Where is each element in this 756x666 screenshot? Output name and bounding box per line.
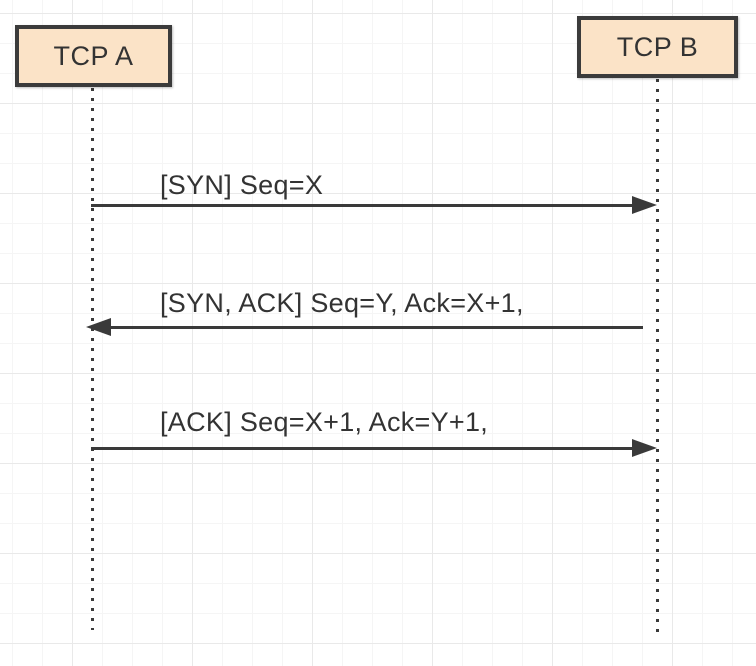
- lifeline-tcp-a: [90, 88, 94, 630]
- lifeline-tcp-b: [655, 79, 659, 638]
- actor-box-tcp-b: TCP B: [577, 16, 738, 78]
- actor-label-tcp-b: TCP B: [616, 31, 699, 62]
- message-label-syn-ack: [SYN, ACK] Seq=Y, Ack=X+1,: [160, 288, 524, 318]
- arrowhead-right-icon: [632, 439, 657, 457]
- arrowhead-left-icon: [86, 318, 111, 336]
- message-arrow-syn-ack-line: [111, 325, 643, 329]
- message-arrow-ack-line: [91, 446, 632, 450]
- message-arrow-syn-line: [91, 203, 632, 207]
- actor-label-tcp-a: TCP A: [53, 40, 134, 71]
- message-label-syn: [SYN] Seq=X: [160, 170, 324, 200]
- message-label-ack: [ACK] Seq=X+1, Ack=Y+1,: [160, 407, 489, 437]
- arrowhead-right-icon: [632, 196, 657, 214]
- actor-box-tcp-a: TCP A: [15, 25, 172, 87]
